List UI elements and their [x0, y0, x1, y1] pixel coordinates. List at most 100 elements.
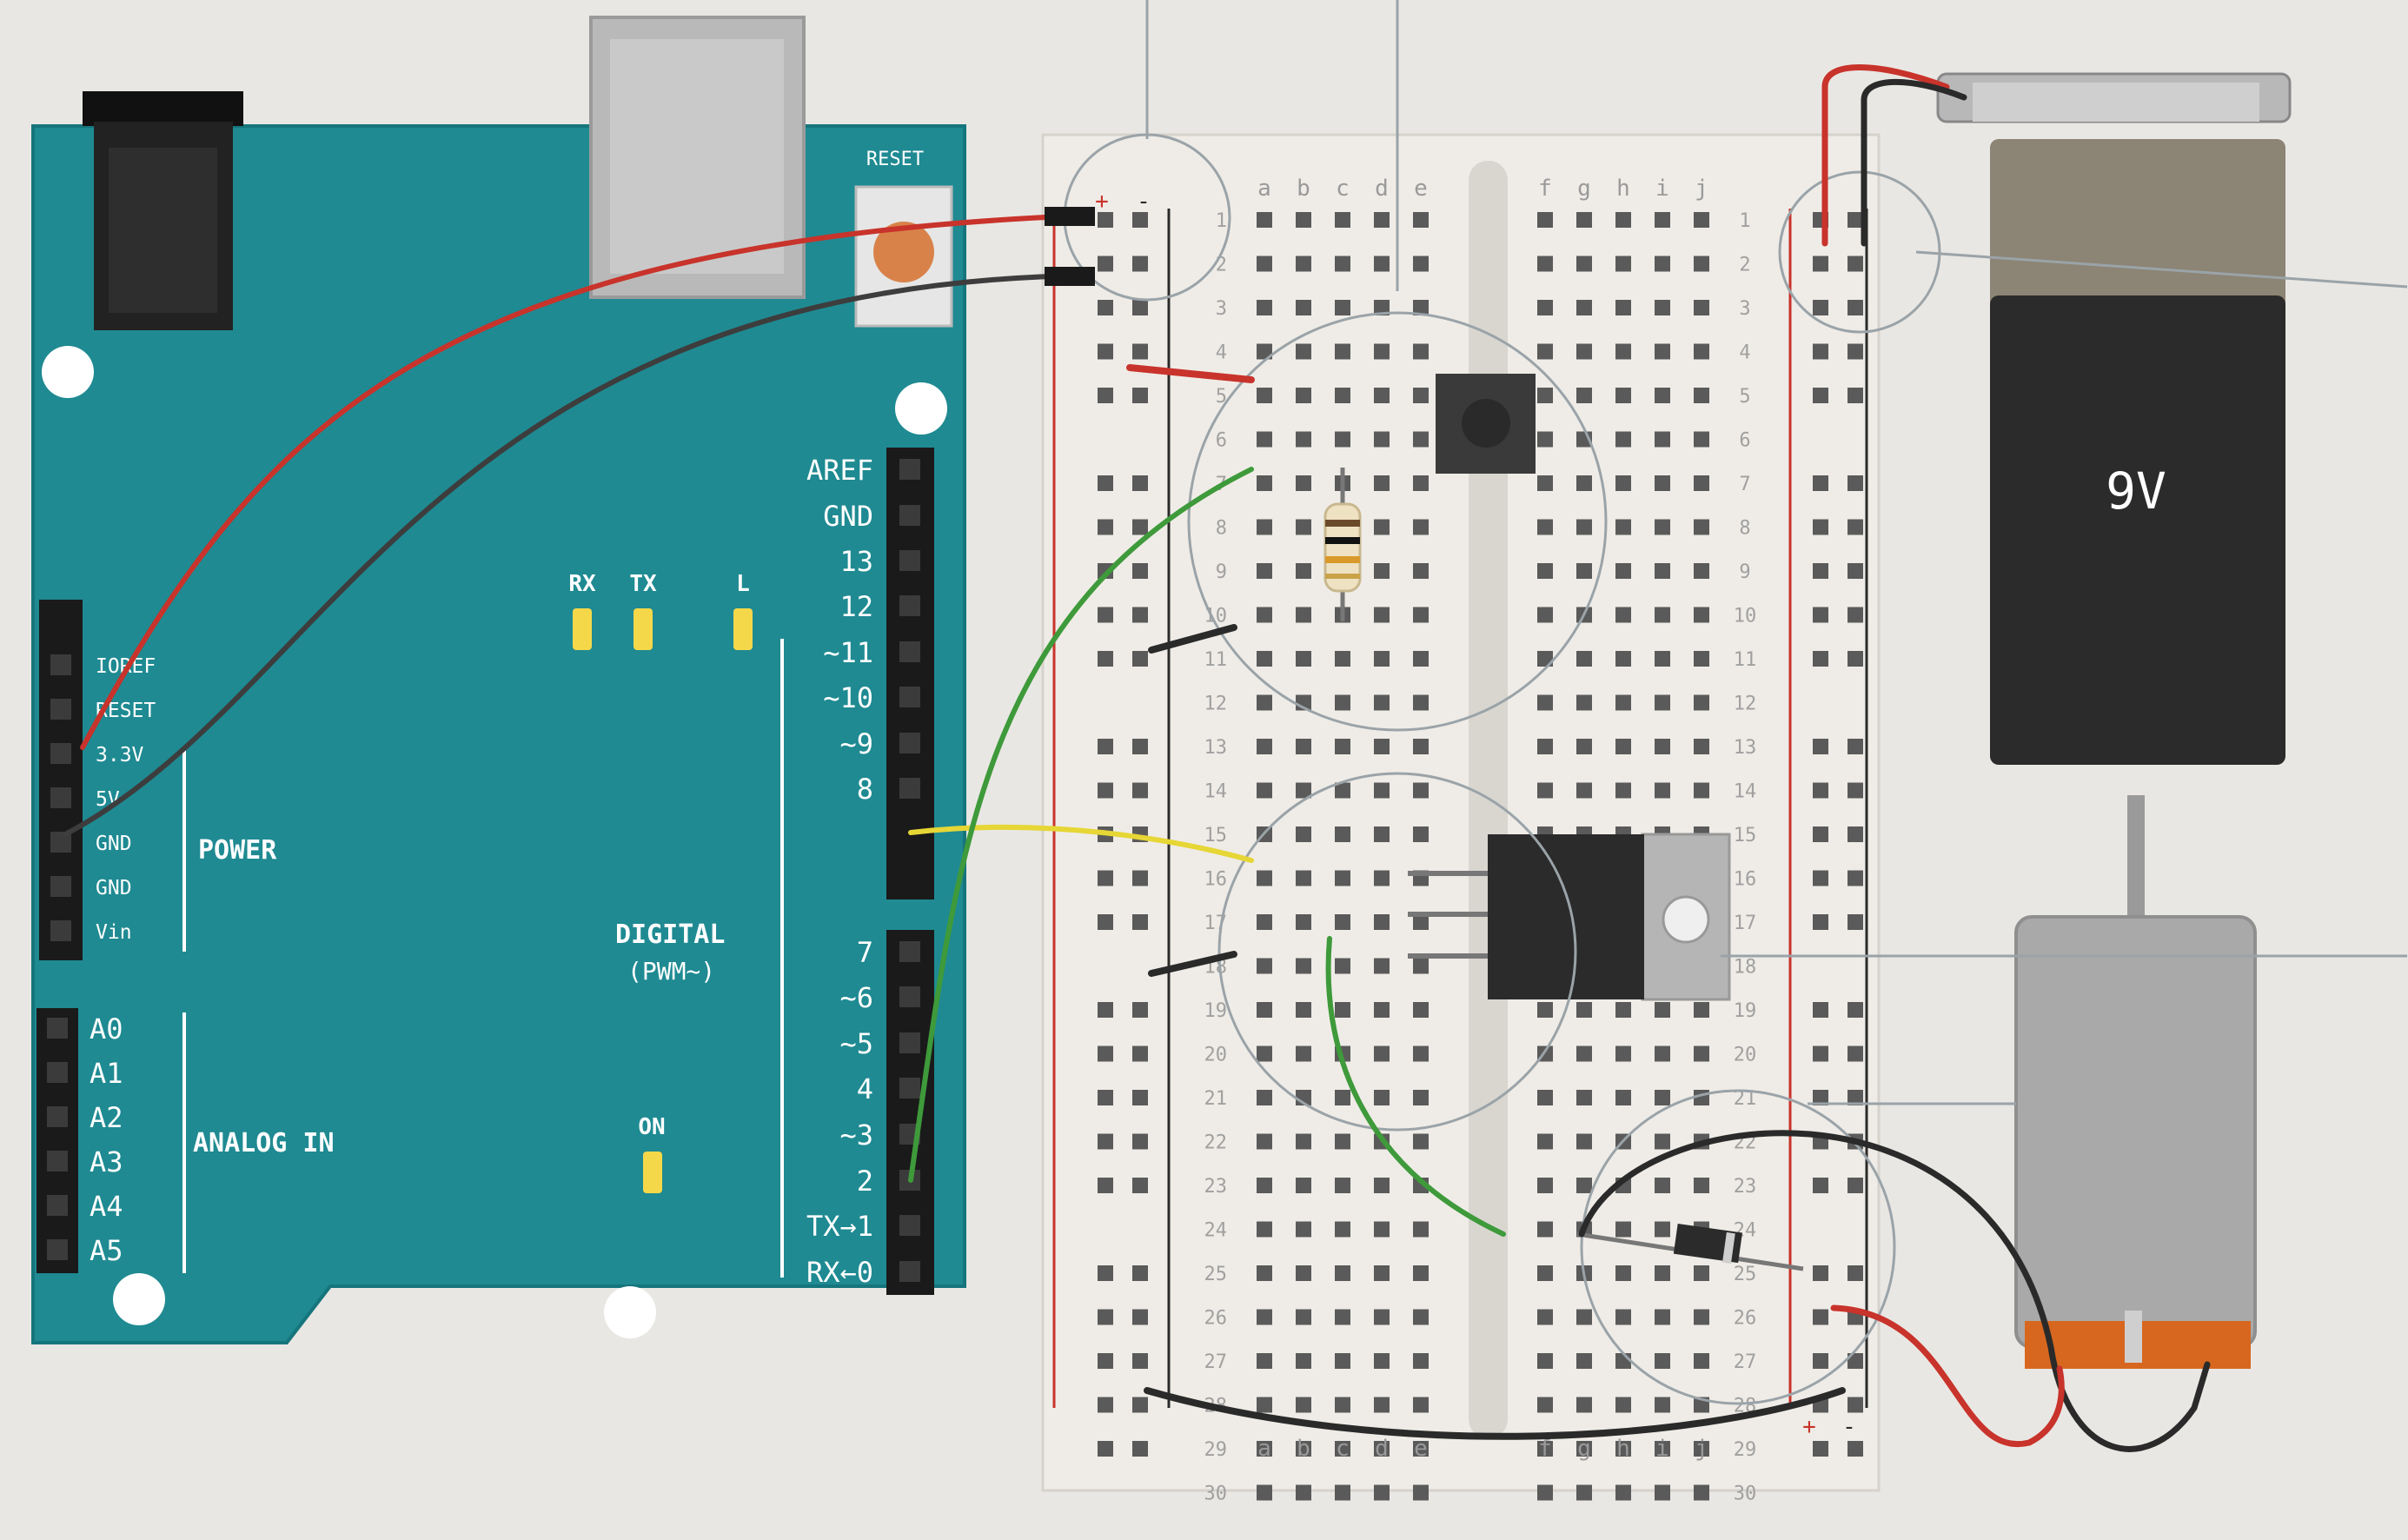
- breadboard-hole: [1655, 1265, 1670, 1281]
- breadboard-hole: [1615, 651, 1631, 667]
- breadboard-hole: [1413, 343, 1429, 360]
- analog-pin-label: A5: [90, 1234, 123, 1267]
- power-pin-label: Vin: [96, 921, 132, 944]
- digital-pin: [899, 778, 920, 799]
- breadboard-hole: [1413, 212, 1429, 228]
- rail-hole: [1098, 1353, 1113, 1369]
- reset-button[interactable]: [854, 185, 953, 328]
- breadboard-hole: [1655, 651, 1670, 667]
- breadboard-hole: [1335, 958, 1350, 974]
- row-number: 8: [1739, 518, 1750, 540]
- breadboard-hole: [1257, 651, 1272, 667]
- rail-hole: [1132, 870, 1148, 886]
- breadboard-hole: [1576, 1441, 1592, 1457]
- rail-hole: [1847, 914, 1863, 930]
- breadboard-hole: [1335, 739, 1350, 754]
- row-number: 1: [1739, 210, 1750, 232]
- rail-hole: [1098, 343, 1113, 360]
- row-number: 2: [1739, 255, 1750, 276]
- breadboard-hole: [1296, 1265, 1311, 1281]
- wire-black-gnd: [63, 273, 1085, 837]
- breadboard-hole: [1374, 782, 1390, 799]
- breadboard-hole: [1655, 256, 1670, 272]
- rail-hole: [1132, 1178, 1148, 1193]
- breadboard-hole: [1257, 1309, 1272, 1325]
- rail-hole: [1132, 1441, 1148, 1457]
- breadboard-hole: [1694, 1441, 1709, 1457]
- breadboard-hole: [1296, 651, 1311, 667]
- breadboard-hole: [1257, 739, 1272, 754]
- breadboard-hole: [1296, 256, 1311, 272]
- breadboard-hole: [1413, 1002, 1429, 1018]
- breadboard-hole: [1694, 431, 1709, 448]
- breadboard-hole: [1257, 607, 1272, 623]
- digital-pin: [899, 1215, 920, 1236]
- breadboard-hole: [1694, 739, 1709, 754]
- breadboard-hole: [1576, 1353, 1592, 1369]
- rail-hole: [1847, 1002, 1863, 1018]
- status-led-label: RX: [568, 571, 596, 597]
- breadboard-hole: [1576, 782, 1592, 799]
- breadboard-hole: [1615, 519, 1631, 535]
- breadboard-hole: [1374, 300, 1390, 315]
- analog-pin: [47, 1151, 68, 1172]
- breadboard-hole: [1694, 563, 1709, 579]
- power-section-label: POWER: [198, 835, 277, 866]
- column-label: f: [1538, 176, 1552, 202]
- rail-hole: [1098, 212, 1113, 228]
- breadboard-hole: [1374, 212, 1390, 228]
- digital-pin: [899, 505, 920, 526]
- rail-hole: [1847, 1397, 1863, 1413]
- rail-hole: [1813, 256, 1828, 272]
- breadboard-hole: [1615, 1484, 1631, 1501]
- rail-hole: [1847, 870, 1863, 886]
- digital-pin-label: ~11: [823, 636, 873, 669]
- breadboard-hole: [1694, 343, 1709, 360]
- analog-pin: [47, 1062, 68, 1083]
- breadboard-hole: [1374, 1045, 1390, 1062]
- rail-hole: [1813, 651, 1828, 667]
- power-pin-label: GND: [96, 877, 132, 899]
- rail-hole: [1098, 563, 1113, 579]
- breadboard-hole: [1374, 563, 1390, 579]
- breadboard-hole: [1537, 1441, 1553, 1457]
- on-led-label: ON: [638, 1114, 665, 1140]
- breadboard-hole: [1413, 563, 1429, 579]
- digital-pin-label: 2: [857, 1165, 873, 1198]
- rail-hole: [1098, 1090, 1113, 1105]
- breadboard-hole: [1296, 475, 1311, 491]
- breadboard-hole: [1413, 1353, 1429, 1369]
- row-number: 16: [1734, 869, 1757, 891]
- breadboard-hole: [1257, 256, 1272, 272]
- rail-hole: [1132, 1353, 1148, 1369]
- breadboard-hole: [1615, 1265, 1631, 1281]
- breadboard-hole: [1296, 1441, 1311, 1457]
- breadboard-hole: [1537, 782, 1553, 799]
- digital-pin: [899, 941, 920, 962]
- breadboard-hole: [1413, 739, 1429, 754]
- digital-pin-label: 7: [857, 936, 873, 969]
- rail-hole: [1098, 1045, 1113, 1062]
- breadboard-hole: [1576, 1045, 1592, 1062]
- breadboard-hole: [1537, 563, 1553, 579]
- rail-hole: [1813, 739, 1828, 754]
- breadboard-hole: [1655, 1484, 1670, 1501]
- breadboard-hole: [1374, 431, 1390, 448]
- rail-hole: [1132, 256, 1148, 272]
- rail-hole: [1813, 914, 1828, 930]
- breadboard-hole: [1296, 388, 1311, 403]
- rail-hole: [1132, 1265, 1148, 1281]
- breadboard-hole: [1413, 519, 1429, 535]
- breadboard-hole: [1413, 1309, 1429, 1325]
- row-number: 3: [1216, 298, 1227, 320]
- breadboard-hole: [1296, 1221, 1311, 1238]
- rail-hole: [1813, 1045, 1828, 1062]
- power-header: [39, 600, 83, 960]
- breadboard-hole: [1537, 651, 1553, 667]
- wire-black-battery: [1861, 78, 1967, 247]
- row-number: 15: [1734, 825, 1757, 846]
- breadboard-hole: [1296, 519, 1311, 535]
- breadboard-hole: [1335, 256, 1350, 272]
- row-number: 1: [1216, 210, 1227, 232]
- rail-hole: [1132, 475, 1148, 491]
